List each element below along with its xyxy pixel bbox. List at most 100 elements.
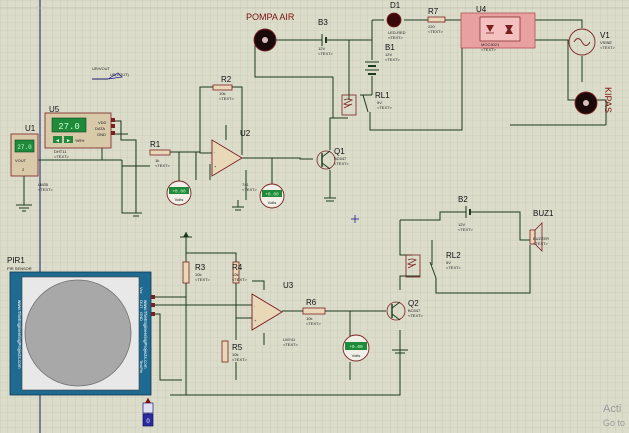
dht-button-right[interactable] <box>64 136 73 143</box>
b2-value: 12V <box>458 222 465 227</box>
voltmeter-1[interactable]: +0.00 Volts <box>166 180 192 206</box>
svg-text:2: 2 <box>22 167 25 172</box>
r2-ref: R2 <box>221 75 232 84</box>
buz1-sub: <TEXT> <box>533 241 549 246</box>
resistor-r2[interactable]: R2 10k <TEXT> <box>212 75 235 101</box>
r4-sub: <TEXT> <box>232 277 248 282</box>
buzzer-buz1[interactable]: BUZ1 BUZZER <TEXT> <box>529 209 554 252</box>
q1-ref: Q1 <box>334 147 345 156</box>
buz1-value: BUZZER <box>533 236 549 241</box>
svg-text:►: ► <box>66 138 71 144</box>
r6-value: 10k <box>306 316 312 321</box>
r4-value: 10k <box>232 272 238 277</box>
voltmeter-2-unit: Volts <box>268 200 277 205</box>
r4-ref: R4 <box>232 263 243 272</box>
pir-ref: PIR1 <box>7 256 25 265</box>
resistor-r6[interactable]: R6 10k <TEXT> <box>302 298 326 326</box>
relay-rl2[interactable]: RL2 5V <TEXT> <box>405 251 462 279</box>
r3-sub: <TEXT> <box>195 277 211 282</box>
v1-sub: <TEXT> <box>600 45 616 50</box>
u3-value: LM741 <box>283 337 296 342</box>
transistor-q2[interactable]: Q2 BC547 <TEXT> <box>386 299 424 321</box>
r3-ref: R3 <box>195 263 206 272</box>
b2-sub: <TEXT> <box>458 227 474 232</box>
v1-value: VSINE <box>600 40 612 45</box>
r2-sub: <TEXT> <box>219 96 235 101</box>
r1-sub: <TEXT> <box>155 163 171 168</box>
r1-ref: R1 <box>150 140 161 149</box>
q2-value: BC547 <box>408 308 421 313</box>
r7-sub: <TEXT> <box>428 29 444 34</box>
transistor-q1[interactable]: Q1 BC547 <TEXT> <box>316 147 350 170</box>
opamp-u3[interactable]: - + U3 LM741 <TEXT> <box>251 281 299 347</box>
d1-value: LED-RED <box>388 30 406 35</box>
d1-sub: <TEXT> <box>388 35 404 40</box>
motor-kipas[interactable]: KIPAS <box>574 87 613 115</box>
pir-sensor[interactable]: PIR1 PIR SENSOR www.TheEngineeringProjec… <box>7 256 155 396</box>
b3-ref: B3 <box>318 18 328 27</box>
r6-ref: R6 <box>306 298 317 307</box>
u4-ref: U4 <box>476 5 487 14</box>
pir-pin-vcc: Vcc <box>139 287 144 294</box>
rl1-value: 5V <box>377 100 382 105</box>
b2-ref: B2 <box>458 195 468 204</box>
battery-b3[interactable]: B3 12V <TEXT> <box>313 18 334 56</box>
svg-text:◄: ◄ <box>55 138 60 144</box>
r2-value: 10k <box>219 91 225 96</box>
r1-value: 1k <box>155 158 159 163</box>
q2-sub: <TEXT> <box>408 313 424 318</box>
rl2-value: 5V <box>446 260 451 265</box>
dht-button-left[interactable] <box>53 136 62 143</box>
opamp-u2[interactable]: - + U2 741 <TEXT> <box>211 129 258 192</box>
ac-source-v1[interactable]: V1 VSINE <TEXT> <box>568 28 616 56</box>
d1-ref: D1 <box>390 1 401 10</box>
u2-sub: <TEXT> <box>242 187 258 192</box>
optocoupler-u4[interactable]: U4 MOC3021 <TEXT> <box>460 5 536 52</box>
u3-ref: U3 <box>283 281 294 290</box>
resistor-r7[interactable]: R7 220 <TEXT> <box>427 7 446 34</box>
buz1-ref: BUZ1 <box>533 209 554 218</box>
led-d1[interactable]: D1 LED-RED <TEXT> <box>386 1 406 40</box>
voltmeter-1-value: +0.00 <box>172 189 186 195</box>
logic-state-toggle[interactable]: 0 <box>142 398 154 427</box>
r3-value: 10k <box>195 272 201 277</box>
r5-value: 10k <box>232 352 238 357</box>
resistor-r4[interactable]: R4 10k <TEXT> <box>232 261 248 284</box>
dht-pin-gnd: GND <box>97 132 106 137</box>
lm35-pin: VOUT <box>15 158 27 163</box>
relay-rl1[interactable]: RL1 5V <TEXT> <box>341 91 393 116</box>
crosshair-marker <box>351 215 359 223</box>
lm35-display: 27.0 <box>17 144 32 151</box>
battery-b1[interactable]: B1 12V <TEXT> <box>365 43 401 75</box>
voltmeter-2-value: +0.00 <box>265 192 279 198</box>
voltmeter-3-value: +0.00 <box>349 344 363 350</box>
lm35-value: LM35 <box>38 182 49 187</box>
pir-testpin-label: TestPin <box>139 360 144 373</box>
r7-ref: R7 <box>428 7 439 16</box>
resistor-r5[interactable]: R5 10k <TEXT> <box>221 340 248 363</box>
battery-b2[interactable]: B2 12V <TEXT> <box>458 195 477 232</box>
motor-pompa-air[interactable]: POMPA AIR <box>246 12 295 52</box>
voltage-probe[interactable]: UR/VOUT U5(VOUT) <box>92 66 130 80</box>
b1-sub: <TEXT> <box>385 57 401 62</box>
u4-sub: <TEXT> <box>481 47 497 52</box>
rl2-ref: RL2 <box>446 251 461 260</box>
r7-value: 220 <box>428 24 435 29</box>
pir-value: PIR SENSOR <box>7 266 32 271</box>
b1-ref: B1 <box>385 43 395 52</box>
dht11-sensor[interactable]: 27.0 ◄ ► %RH VDD DATA GND U5 DHT11 <TEXT… <box>44 105 115 159</box>
voltmeter-3-unit: Volts <box>352 353 361 358</box>
resistor-r3[interactable]: R3 10k <TEXT> <box>182 261 211 284</box>
dht-pin-data: DATA <box>95 126 105 131</box>
voltmeter-2[interactable]: +0.00 Volts <box>259 183 285 209</box>
pir-side-text-right: www.TheEngineeringProjects.com <box>143 300 148 369</box>
logic-state-value: 0 <box>146 419 150 425</box>
activation-watermark-sub: Go to <box>603 418 625 428</box>
resistor-r1[interactable]: R1 1k <TEXT> <box>149 140 171 168</box>
lm35-sensor[interactable]: 27.0 VOUT 2 U1 LM35 <TEXT> <box>10 124 54 212</box>
activation-watermark: Acti <box>603 403 621 415</box>
svg-text:+: + <box>214 164 217 169</box>
dht-unit: %RH <box>75 138 84 143</box>
voltmeter-3[interactable]: +0.00 Volts <box>342 334 370 362</box>
